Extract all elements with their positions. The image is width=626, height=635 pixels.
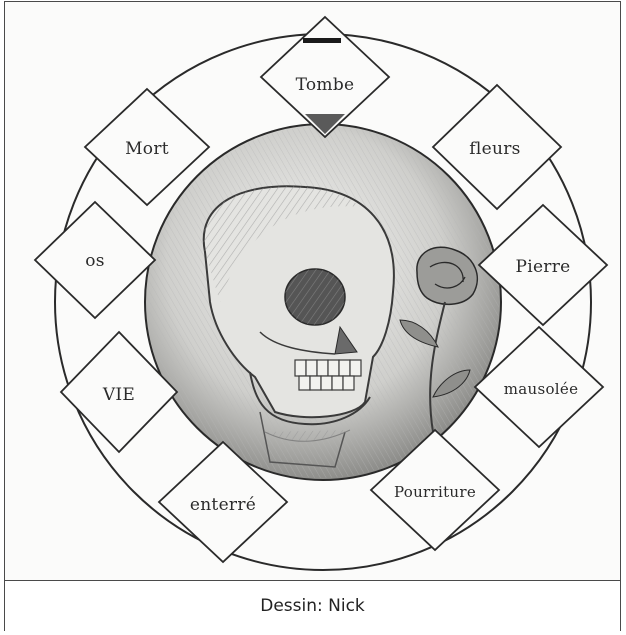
word-mausolee: mausolée [504, 380, 579, 398]
caption-row: Dessin: Nick [5, 580, 620, 631]
pencil-drawing: Tombe fleurs Pierre mausolée Pourriture … [5, 2, 622, 580]
drawing-frame: Tombe fleurs Pierre mausolée Pourriture … [4, 1, 621, 631]
word-tombe: Tombe [296, 75, 355, 95]
word-enterre: enterré [190, 495, 256, 515]
word-mort: Mort [125, 139, 169, 159]
word-pierre: Pierre [515, 257, 570, 277]
word-pourriture: Pourriture [394, 483, 476, 501]
word-vie: VIE [102, 385, 135, 405]
drawing-caption: Dessin: Nick [260, 596, 365, 616]
word-os: os [85, 251, 105, 271]
word-fleurs: fleurs [469, 139, 520, 159]
